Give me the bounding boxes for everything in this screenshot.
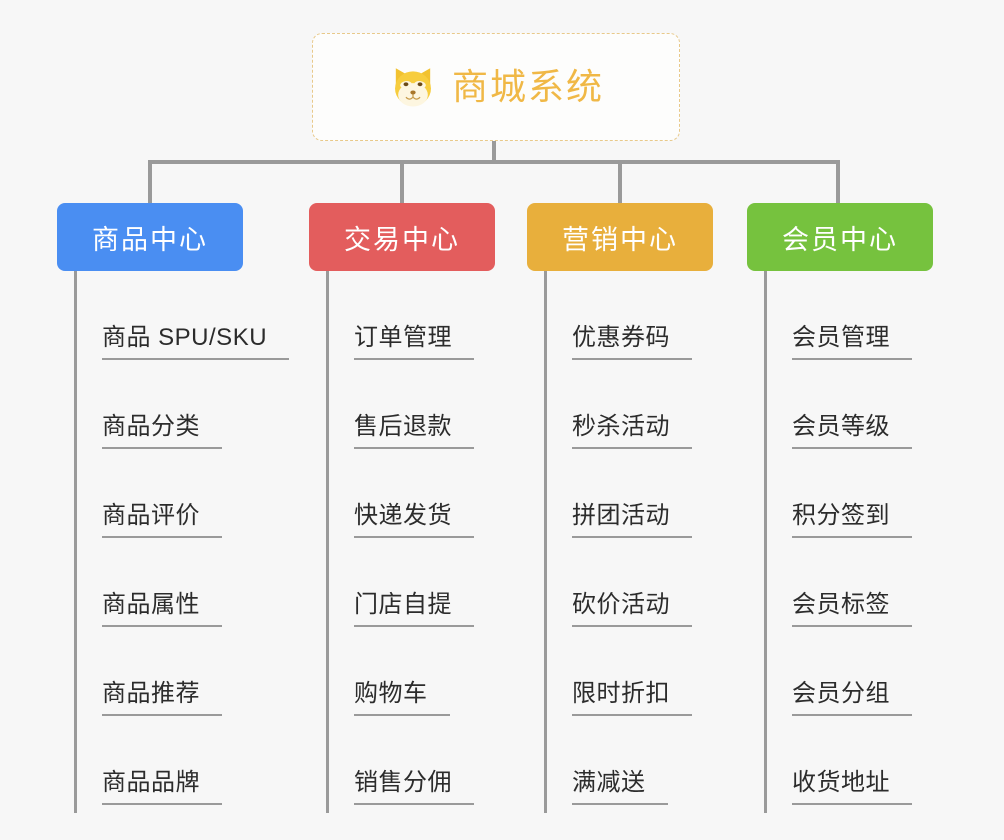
leaf-item[interactable]: 满减送	[527, 716, 713, 805]
connector-horizontal-bus	[148, 160, 840, 164]
leaf-label: 商品分类	[102, 413, 222, 449]
branch-title: 交易中心	[344, 224, 460, 255]
leaf-label: 拼团活动	[572, 502, 692, 538]
leaf-item[interactable]: 商品属性	[57, 538, 243, 627]
branch-spine	[74, 271, 77, 813]
leaf-item[interactable]: 会员标签	[747, 538, 933, 627]
leaf-item[interactable]: 售后退款	[309, 360, 495, 449]
branch-title: 营销中心	[562, 224, 678, 255]
leaf-label: 会员标签	[792, 591, 912, 627]
leaf-label: 购物车	[354, 680, 450, 716]
leaf-label: 砍价活动	[572, 591, 692, 627]
leaf-item[interactable]: 商品品牌	[57, 716, 243, 805]
branch-title: 会员中心	[782, 224, 898, 255]
connector-drop-2	[400, 160, 404, 205]
leaf-label: 快递发货	[354, 502, 474, 538]
branch-spine	[764, 271, 767, 813]
branch-column: 营销中心优惠券码秒杀活动拼团活动砍价活动限时折扣满减送	[527, 203, 713, 813]
connector-drop-4	[836, 160, 840, 205]
connector-root-stem	[492, 141, 496, 163]
leaf-list: 订单管理售后退款快递发货门店自提购物车销售分佣	[309, 271, 495, 805]
leaf-item[interactable]: 门店自提	[309, 538, 495, 627]
connector-drop-1	[148, 160, 152, 205]
leaf-label: 会员管理	[792, 324, 912, 360]
leaf-item[interactable]: 优惠券码	[527, 271, 713, 360]
leaf-item[interactable]: 积分签到	[747, 449, 933, 538]
leaf-label: 门店自提	[354, 591, 474, 627]
root-title: 商城系统	[451, 66, 604, 107]
branch-header[interactable]: 会员中心	[747, 203, 933, 271]
leaf-label: 满减送	[572, 769, 668, 805]
leaf-label: 商品 SPU/SKU	[102, 324, 290, 360]
leaf-label: 会员等级	[792, 413, 912, 449]
leaf-label: 秒杀活动	[572, 413, 692, 449]
leaf-label: 商品品牌	[102, 769, 222, 805]
leaf-item[interactable]: 会员分组	[747, 627, 933, 716]
branch-header[interactable]: 营销中心	[527, 203, 713, 271]
leaf-list: 商品 SPU/SKU 商品分类商品评价商品属性商品推荐商品品牌	[57, 271, 290, 805]
leaf-item[interactable]: 订单管理	[309, 271, 495, 360]
connector-drop-3	[618, 160, 622, 205]
branch-spine	[544, 271, 547, 813]
leaf-item[interactable]: 限时折扣	[527, 627, 713, 716]
leaf-item[interactable]: 收货地址	[747, 716, 933, 805]
shiba-dog-icon	[395, 68, 431, 108]
leaf-item[interactable]: 商品评价	[57, 449, 243, 538]
branch-header[interactable]: 商品中心	[57, 203, 243, 271]
leaf-item[interactable]: 销售分佣	[309, 716, 495, 805]
leaf-label: 会员分组	[792, 680, 912, 716]
leaf-item[interactable]: 商品推荐	[57, 627, 243, 716]
leaf-label: 售后退款	[354, 413, 474, 449]
leaf-item[interactable]: 秒杀活动	[527, 360, 713, 449]
branch-header[interactable]: 交易中心	[309, 203, 495, 271]
leaf-item[interactable]: 商品分类	[57, 360, 243, 449]
branch-column: 交易中心订单管理售后退款快递发货门店自提购物车销售分佣	[309, 203, 495, 813]
root-node[interactable]: 商城系统	[312, 33, 680, 141]
leaf-label: 订单管理	[354, 324, 474, 360]
leaf-list: 优惠券码秒杀活动拼团活动砍价活动限时折扣满减送	[527, 271, 713, 805]
leaf-item[interactable]: 砍价活动	[527, 538, 713, 627]
leaf-label: 商品评价	[102, 502, 222, 538]
leaf-item[interactable]: 商品 SPU/SKU	[57, 271, 290, 360]
leaf-item[interactable]: 会员管理	[747, 271, 933, 360]
leaf-label: 收货地址	[792, 769, 912, 805]
leaf-label: 销售分佣	[354, 769, 474, 805]
branch-column: 会员中心会员管理会员等级积分签到会员标签会员分组收货地址	[747, 203, 933, 813]
leaf-label: 商品属性	[102, 591, 222, 627]
leaf-label: 商品推荐	[102, 680, 222, 716]
branch-title: 商品中心	[92, 224, 208, 255]
leaf-label: 优惠券码	[572, 324, 692, 360]
leaf-label: 限时折扣	[572, 680, 692, 716]
leaf-item[interactable]: 快递发货	[309, 449, 495, 538]
branch-column: 商品中心商品 SPU/SKU 商品分类商品评价商品属性商品推荐商品品牌	[57, 203, 290, 813]
leaf-item[interactable]: 购物车	[309, 627, 495, 716]
leaf-label: 积分签到	[792, 502, 912, 538]
leaf-item[interactable]: 拼团活动	[527, 449, 713, 538]
leaf-item[interactable]: 会员等级	[747, 360, 933, 449]
branch-spine	[326, 271, 329, 813]
leaf-list: 会员管理会员等级积分签到会员标签会员分组收货地址	[747, 271, 933, 805]
